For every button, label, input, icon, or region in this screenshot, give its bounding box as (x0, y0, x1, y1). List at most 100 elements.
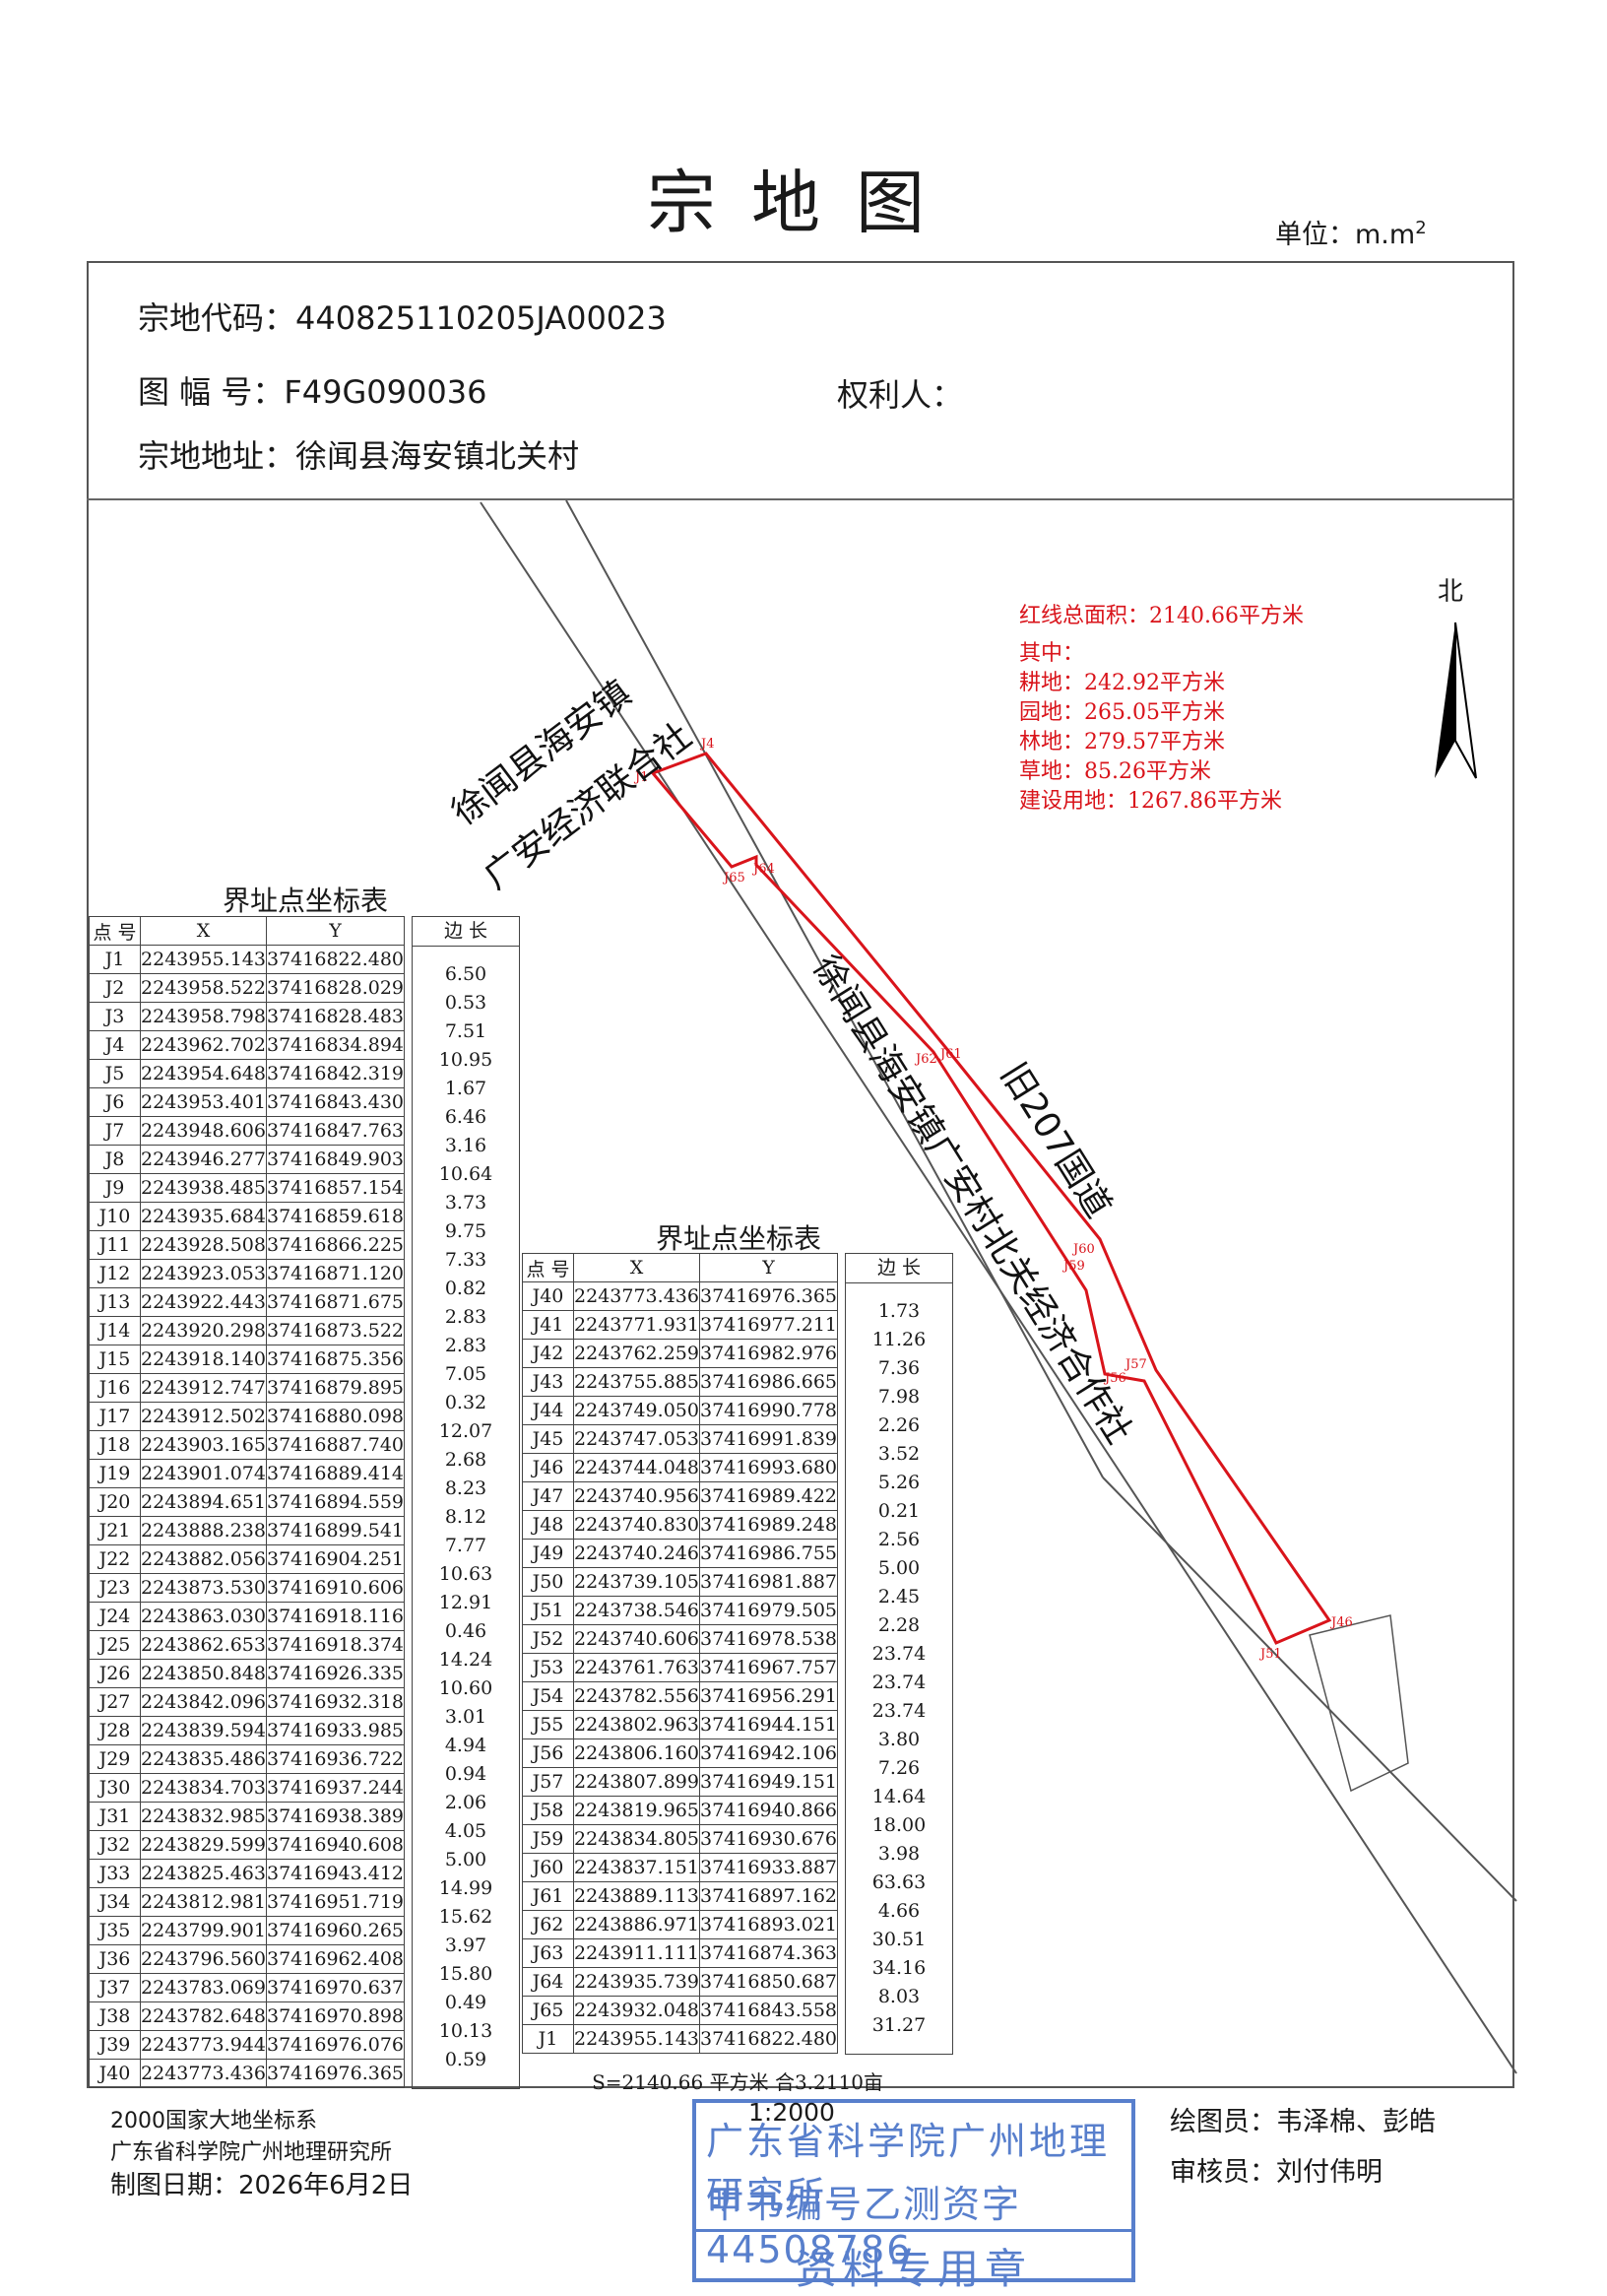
point-id: J36 (89, 1944, 141, 1974)
point-id: J32 (89, 1830, 141, 1860)
point-id: J63 (522, 1938, 574, 1968)
point-id: J54 (522, 1681, 574, 1711)
y-coord: 37416976.365 (265, 2059, 406, 2088)
road-edge-right-lower (1102, 1476, 1517, 1902)
y-coord: 37416977.211 (698, 1310, 839, 1340)
edge-length: 2.45 (877, 1586, 921, 1607)
point-label: J60 (1073, 1242, 1095, 1257)
x-coord: 2243796.560 (140, 1944, 267, 1974)
y-coord: 37416933.887 (698, 1853, 839, 1882)
point-id: J11 (89, 1230, 141, 1260)
header-edge: 边 长 (845, 1253, 953, 1283)
x-coord: 2243740.830 (573, 1510, 700, 1540)
x-coord: 2243873.530 (140, 1573, 267, 1603)
x-coord: 2243962.702 (140, 1030, 267, 1060)
north-label: 北 (1438, 577, 1464, 607)
stamp-line2: 甲书编号乙测资字44508786 (706, 2183, 1022, 2271)
unit-superscript: 2 (1415, 218, 1427, 238)
y-coord: 37416970.637 (265, 1973, 406, 2002)
point-id: J45 (522, 1424, 574, 1454)
edge-length: 23.74 (871, 1700, 927, 1722)
y-coord: 37416871.675 (265, 1287, 406, 1317)
north-arrow-left (1435, 623, 1455, 778)
point-id: J64 (522, 1967, 574, 1997)
x-coord: 2243819.965 (573, 1796, 700, 1825)
point-id: J5 (89, 1059, 141, 1088)
edge-length: 7.36 (877, 1357, 921, 1379)
y-coord: 37416930.676 (698, 1824, 839, 1854)
point-id: J51 (522, 1596, 574, 1625)
page-title: 宗地图 (647, 163, 960, 243)
x-coord: 2243740.246 (573, 1539, 700, 1568)
x-coord: 2243894.651 (140, 1487, 267, 1517)
x-coord: 2243922.443 (140, 1287, 267, 1317)
edge-length: 0.94 (444, 1763, 487, 1785)
edge-length: 7.05 (444, 1363, 487, 1385)
edge-length: 3.73 (444, 1192, 487, 1214)
y-coord: 37416873.522 (265, 1316, 406, 1345)
edge-length: 9.75 (444, 1220, 487, 1242)
point-id: J61 (522, 1881, 574, 1911)
point-id: J58 (522, 1796, 574, 1825)
point-id: J41 (522, 1310, 574, 1340)
stamp-line3: 资料专用章 (696, 2229, 1131, 2296)
y-coord: 37416926.335 (265, 1659, 406, 1688)
point-id: J20 (89, 1487, 141, 1517)
table2-title: 界址点坐标表 (655, 1222, 821, 1255)
edge-spacer (413, 2074, 519, 2088)
coord-system: 2000国家大地坐标系 (110, 2109, 317, 2133)
edge-length: 2.28 (877, 1614, 921, 1636)
sheet-number: 图 幅 号：F49G090036 (138, 373, 487, 411)
table1-title: 界址点坐标表 (222, 885, 388, 917)
x-coord: 2243835.486 (140, 1744, 267, 1774)
y-coord: 37416822.480 (698, 2024, 839, 2054)
point-id: J33 (89, 1859, 141, 1888)
y-coord: 37416880.098 (265, 1402, 406, 1431)
x-coord: 2243773.944 (140, 2030, 267, 2060)
edge-length: 2.68 (444, 1449, 487, 1471)
institute: 广东省科学院广州地理研究所 (110, 2140, 393, 2165)
y-coord: 37416904.251 (265, 1544, 406, 1574)
y-coord: 37416956.291 (698, 1681, 839, 1711)
point-id: J55 (522, 1710, 574, 1739)
edge-length: 4.66 (877, 1900, 921, 1922)
point-id: J18 (89, 1430, 141, 1460)
point-id: J46 (522, 1453, 574, 1482)
header-x: X (140, 916, 267, 946)
edge-length: 2.06 (444, 1792, 487, 1813)
edge-length: 0.32 (444, 1392, 487, 1413)
edge-length: 0.21 (877, 1500, 921, 1522)
edge-length: 4.94 (444, 1735, 487, 1756)
y-coord: 37416910.606 (265, 1573, 406, 1603)
edge-length: 4.05 (444, 1820, 487, 1842)
edge-length: 23.74 (871, 1672, 927, 1693)
edge-spacer (413, 947, 519, 960)
x-coord: 2243888.238 (140, 1516, 267, 1545)
x-coord: 2243739.105 (573, 1567, 700, 1597)
x-coord: 2243802.963 (573, 1710, 700, 1739)
area-grass: 草地：85.26平方米 (1019, 759, 1211, 784)
y-coord: 37416989.422 (698, 1481, 839, 1511)
edge-length: 34.16 (871, 1957, 927, 1979)
y-coord: 37416847.763 (265, 1116, 406, 1146)
